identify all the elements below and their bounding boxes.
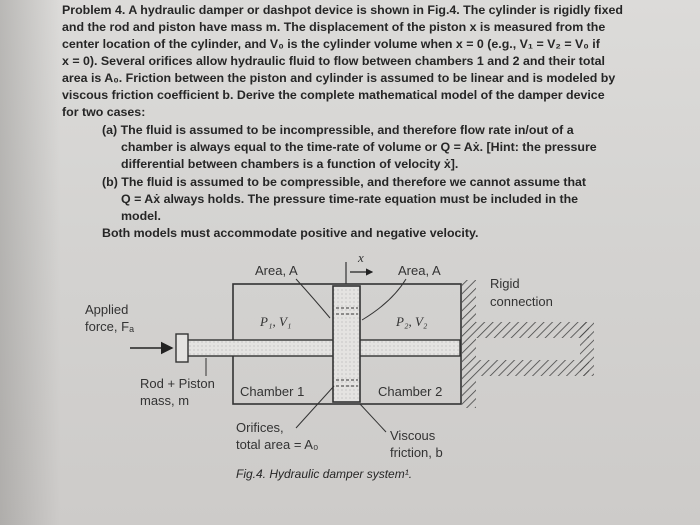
case-a-line-1: (a) The fluid is assumed to be incompres…	[102, 123, 574, 137]
case-b-line-2: Q = Aẋ always holds. The pressure time-r…	[121, 192, 579, 206]
viscous-leader	[359, 403, 387, 433]
page-shadow	[0, 0, 60, 525]
rigid-bar-bottom-hatch	[476, 360, 589, 376]
area-right-leader	[361, 278, 407, 321]
applied-force-label-1: Applied	[85, 302, 128, 317]
orifices-label-2: total area = A₀	[236, 437, 318, 452]
chamber2-label: Chamber 2	[378, 384, 442, 399]
figure-caption: Fig.4. Hydraulic damper system¹.	[236, 467, 413, 481]
problem-line-2: and the rod and piston have mass m. The …	[62, 20, 606, 34]
rod-piston-label-1: Rod + Piston	[140, 376, 215, 391]
piston-rod	[185, 339, 461, 357]
x-label: x	[357, 250, 364, 265]
problem-line-1: Problem 4. A hydraulic damper or dashpot…	[62, 3, 623, 17]
chamber1-label: Chamber 1	[240, 384, 304, 399]
orifices-label-1: Orifices,	[236, 420, 284, 435]
applied-force-label-2: force, Fₐ	[85, 319, 134, 334]
area-left-leader	[295, 278, 331, 319]
rigid-bar-top-hatch	[476, 322, 589, 338]
rigid-wall-hatch	[462, 280, 476, 408]
viscous-label-2: friction, b	[390, 445, 443, 460]
area-right-label: Area, A	[398, 263, 441, 278]
rigid-label-2: connection	[490, 294, 553, 309]
rod-end-cap	[175, 333, 189, 363]
case-a-line-2: chamber is always equal to the time-rate…	[121, 140, 597, 154]
rod-piston-label-2: mass, m	[140, 393, 189, 408]
p1v1-label: P₁, V₁	[259, 314, 291, 329]
closing-line: Both models must accommodate positive an…	[102, 226, 479, 240]
viscous-label-1: Viscous	[390, 428, 436, 443]
problem-line-7: for two cases:	[62, 105, 146, 119]
area-left-label: Area, A	[255, 263, 298, 278]
problem-line-6: viscous friction coefficient b. Derive t…	[62, 88, 605, 102]
problem-line-5: area is A₀. Friction between the piston …	[62, 71, 616, 85]
problem-line-3: center location of the cylinder, and V₀ …	[62, 37, 600, 51]
orifices-leader	[295, 385, 335, 429]
piston	[332, 285, 361, 403]
case-a-line-3: differential between chambers is a funct…	[121, 157, 459, 171]
rigid-label-1: Rigid	[490, 276, 520, 291]
p2v2-label: P₂, V₂	[395, 314, 428, 329]
case-b-line-3: model.	[121, 209, 161, 223]
problem-line-4: x = 0). Several orifices allow hydraulic…	[62, 54, 605, 68]
case-b-line-1: (b) The fluid is assumed to be compressi…	[102, 175, 587, 189]
rigid-end-hatch	[580, 322, 594, 376]
